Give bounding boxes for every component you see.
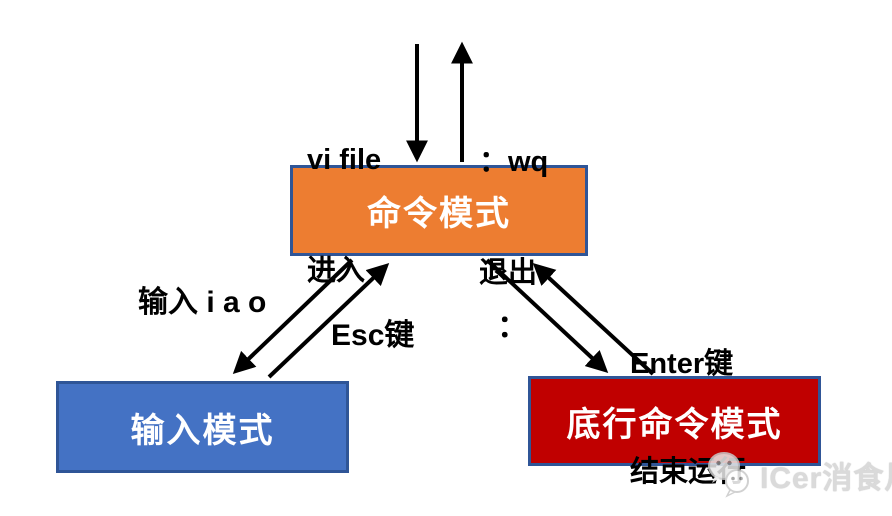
node-input-mode: 输入模式 (56, 381, 349, 473)
node-command-mode: 命令模式 (290, 165, 588, 256)
arrow-lastline-to-command (532, 263, 655, 376)
node-lastline-mode-label: 底行命令模式 (566, 405, 783, 444)
label-command-to-lastline: ： (497, 309, 528, 344)
arrow-command-to-lastline (485, 258, 609, 374)
label-lastline-to-command-line1: Enter键 (630, 348, 734, 380)
node-command-mode-label: 命令模式 (367, 195, 511, 233)
label-input-to-command: Esc键 (331, 319, 415, 352)
label-enter-vi-line2: 进入 (307, 255, 366, 287)
label-quit-vi-line2: 退出 (479, 257, 538, 289)
arrow-command-to-input (232, 258, 354, 375)
label-enter-vi: vi file 进入 (307, 68, 381, 364)
label-quit-vi: ：wq 退出 (479, 70, 548, 366)
node-lastline-mode: 底行命令模式 (528, 376, 821, 466)
watermark-text: ICer消食片 (760, 462, 892, 495)
label-enter-vi-line1: vi file (307, 144, 382, 176)
label-command-to-input: 输入 i a o (138, 286, 267, 319)
label-quit-vi-line1: ：wq (479, 146, 549, 178)
watermark: ICer消食片 (704, 449, 892, 501)
wechat-icon (708, 452, 749, 498)
arrow-input-to-command (267, 262, 390, 379)
node-input-mode-label: 输入模式 (130, 411, 275, 450)
